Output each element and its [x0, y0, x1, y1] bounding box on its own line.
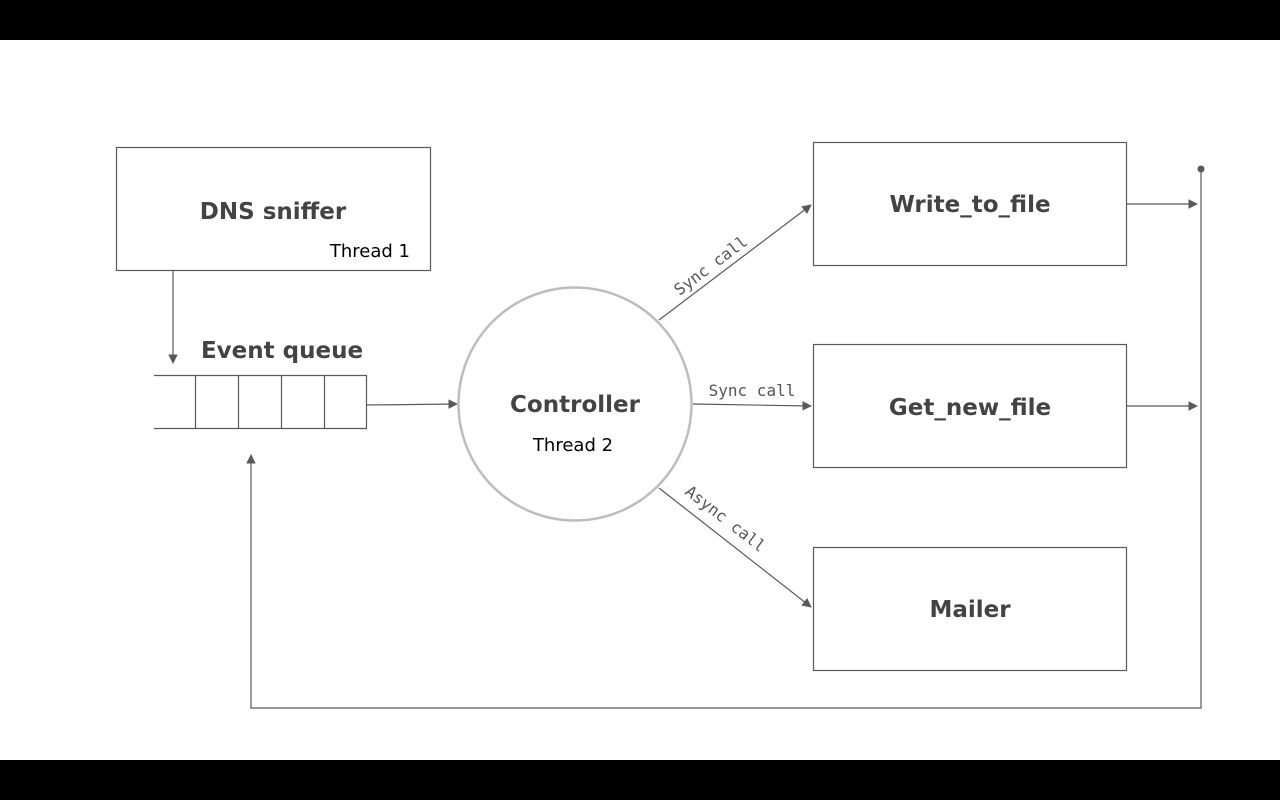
controller-node: Controller Thread 2 [457, 286, 693, 522]
controller-to-get-arrow [692, 401, 812, 411]
controller-title: Controller [510, 392, 641, 418]
controller-thread-label: Thread 2 [532, 435, 613, 456]
controller-to-write-arrow [658, 204, 812, 321]
dns-sniffer-title: DNS sniffer [200, 199, 347, 225]
mailer-box [812, 546, 1128, 672]
return-to-queue-arrow [246, 169, 1202, 709]
mailer-node: Mailer [812, 546, 1128, 672]
dns-sniffer-thread-label: Thread 1 [329, 241, 410, 262]
mailer-title: Mailer [929, 597, 1011, 623]
get-new-file-box [812, 343, 1128, 469]
controller-to-mailer-arrow [658, 487, 812, 608]
sync-call-write-label: Sync call [670, 232, 751, 299]
write-to-file-node: Write_to_file [812, 141, 1128, 267]
event-queue-title: Event queue [201, 338, 363, 364]
get-new-file-title: Get_new_file [889, 395, 1051, 421]
dns-sniffer-node: DNS sniffer Thread 1 [115, 146, 432, 272]
async-call-mailer-label: Async call [682, 482, 770, 556]
dns-sniffer-box [115, 146, 432, 272]
sync-call-get-label: Sync call [709, 381, 796, 400]
event-queue-node: Event queue [154, 338, 368, 430]
queue-to-controller-arrow [366, 399, 458, 409]
write-to-file-title: Write_to_file [889, 192, 1050, 218]
controller-circle [457, 286, 693, 522]
write-to-file-box [812, 141, 1128, 267]
get-new-file-node: Get_new_file [812, 343, 1128, 469]
